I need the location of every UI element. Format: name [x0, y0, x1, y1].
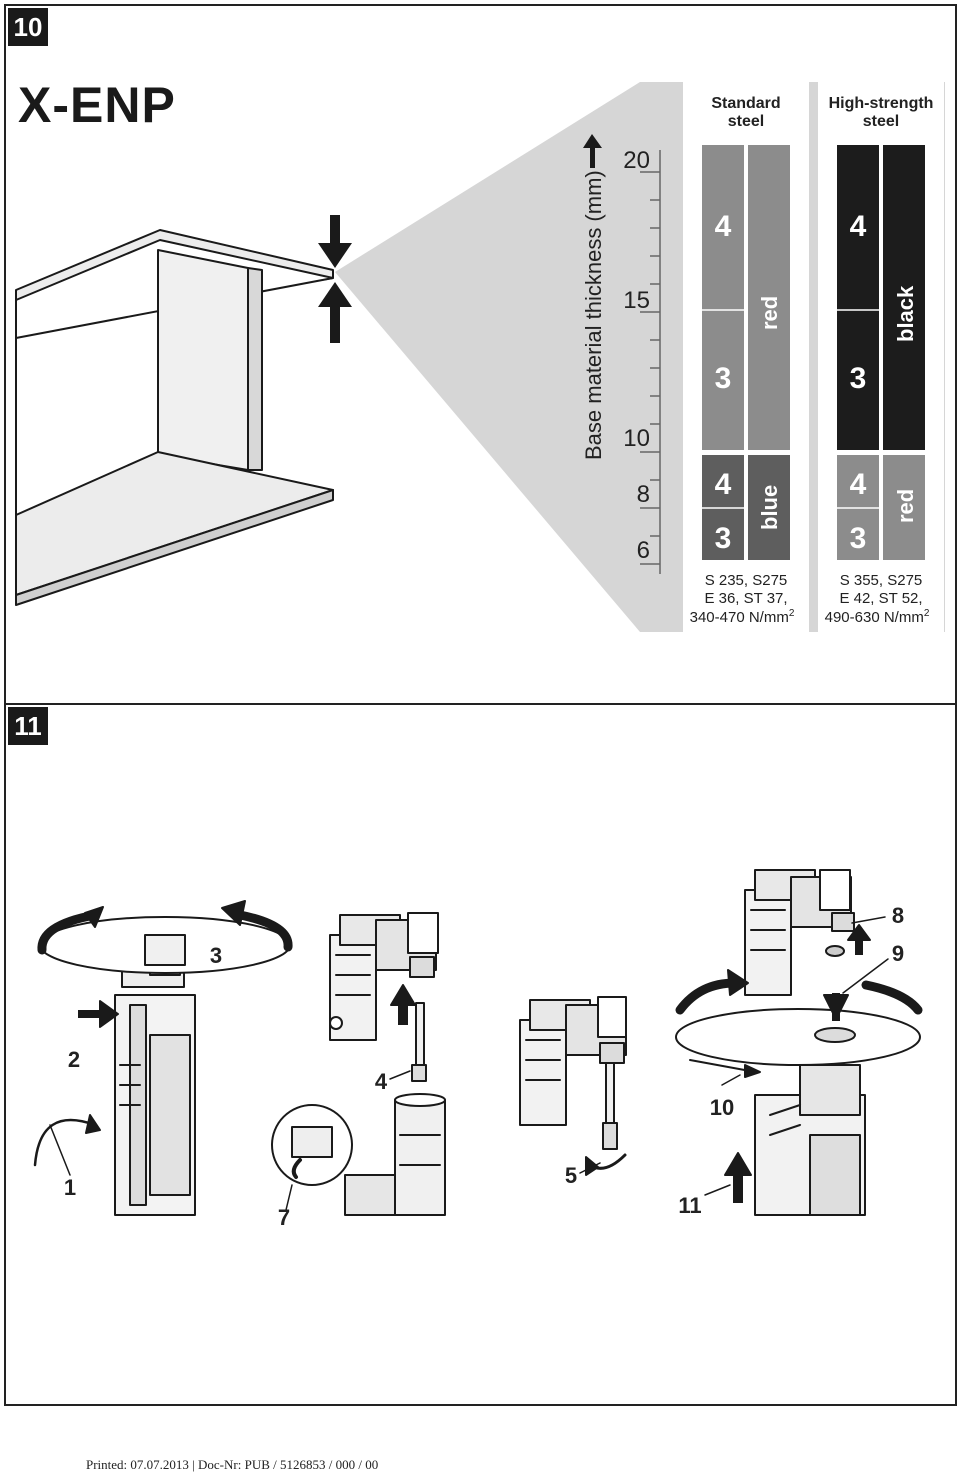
axis-tick-10: 10 — [623, 425, 650, 452]
thickness-axis — [640, 150, 661, 574]
standard-header-line2: steel — [728, 113, 764, 130]
highstrength-upper-color-label: black — [893, 285, 918, 342]
axis-label: Base material thickness (mm) — [581, 170, 606, 460]
piston-figure-5 — [519, 996, 627, 1176]
callout-2: 2 — [68, 1047, 80, 1072]
highstrength-header-line1: High-strength — [829, 95, 934, 112]
standard-upper-value-4: 4 — [715, 210, 732, 243]
step-number-badge: 11 — [8, 707, 48, 745]
step-number-badge: 10 — [8, 8, 48, 46]
highstrength-lower-value-3: 3 — [850, 522, 867, 555]
axis-tick-20: 20 — [623, 147, 650, 174]
standard-lower-color-label: blue — [757, 485, 782, 530]
standard-steel-column — [683, 82, 809, 632]
print-footer: Printed: 07.07.2013 | Doc-Nr: PUB / 5126… — [86, 1457, 379, 1472]
standard-lower-value-4: 4 — [715, 468, 732, 501]
standard-spec-line2: E 36, ST 37, — [704, 590, 787, 607]
fastener-selection-diagram: Base material thickness (mm) 20 15 10 8 … — [15, 82, 945, 632]
standard-header-line1: Standard — [711, 95, 780, 112]
callout-4: 4 — [375, 1069, 388, 1094]
callout-1: 1 — [64, 1175, 76, 1200]
callout-3: 3 — [210, 943, 222, 968]
highstrength-header-line2: steel — [863, 113, 899, 130]
standard-upper-nail-bar — [702, 145, 744, 450]
highstrength-upper-color-bar — [883, 145, 925, 450]
tool-head-figure-4 — [329, 912, 439, 1041]
thickness-arrows — [318, 215, 352, 343]
callout-5: 5 — [565, 1163, 577, 1188]
standard-spec-superscript: 2 — [789, 608, 795, 619]
callout-11: 11 — [678, 1193, 701, 1218]
reassembly-figure-8-11 — [675, 869, 923, 1216]
highstrength-lower-value-4: 4 — [850, 468, 867, 501]
standard-upper-color-bar — [748, 145, 790, 450]
axis-tick-8: 8 — [637, 481, 650, 508]
standard-lower-color-bar — [748, 455, 790, 560]
highstrength-upper-nail-bar — [837, 145, 879, 450]
standard-spec-line1: S 235, S275 — [705, 572, 788, 589]
highstrength-upper-value-4: 4 — [850, 210, 867, 243]
standard-lower-value-3: 3 — [715, 522, 732, 555]
callout-7: 7 — [278, 1205, 290, 1230]
highstrength-lower-color-label: red — [893, 489, 918, 523]
highstrength-spec-line1: S 355, S275 — [840, 572, 923, 589]
highstrength-lower-color-bar — [883, 455, 925, 560]
axis-tick-6: 6 — [637, 537, 650, 564]
callout-10: 10 — [710, 1095, 734, 1120]
highstrength-steel-column — [818, 82, 944, 632]
standard-upper-color-label: red — [757, 296, 782, 330]
highstrength-spec-line2: E 42, ST 52, — [839, 590, 922, 607]
highstrength-spec-line3: 490-630 N/mm2 — [825, 608, 930, 626]
callout-9: 9 — [892, 941, 904, 966]
axis-tick-15: 15 — [623, 287, 650, 314]
highstrength-upper-value-3: 3 — [850, 362, 867, 395]
rotation-ring — [675, 1008, 921, 1066]
cartridge-change-illustration: 1 2 3 4 5 7 8 9 10 11 — [33, 869, 923, 1230]
i-beam-drawing — [15, 229, 334, 606]
standard-spec-line3: 340-470 N/mm2 — [690, 608, 795, 626]
standard-upper-value-3: 3 — [715, 362, 732, 395]
piston-removal-figure-7 — [271, 1093, 446, 1216]
up-arrow-icon — [583, 134, 602, 168]
callout-8: 8 — [892, 903, 904, 928]
highstrength-spec-superscript: 2 — [924, 608, 930, 619]
product-title: X-ENP — [18, 77, 176, 133]
tool-figure-1 — [39, 916, 291, 1216]
